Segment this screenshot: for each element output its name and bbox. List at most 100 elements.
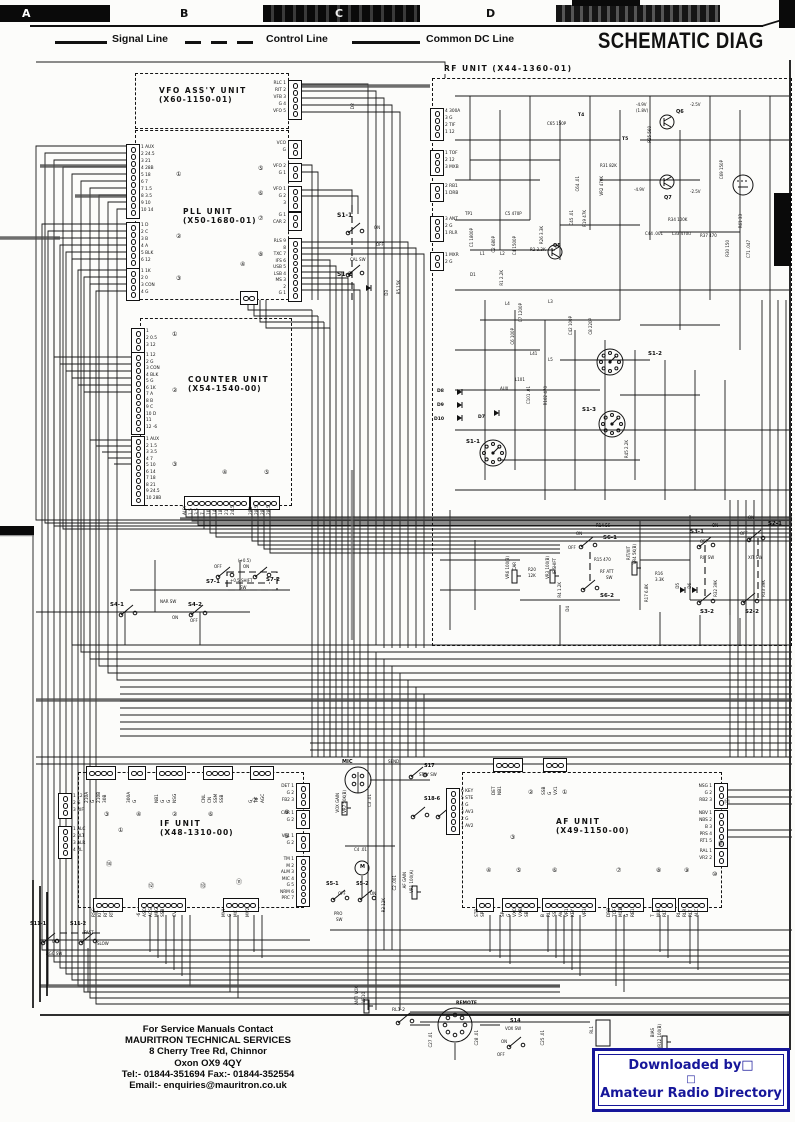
unit-label-af: AF UNIT(X49-1150-00) [554,817,632,836]
switch-contact [40,940,46,946]
pin-label: 4 300A [445,109,461,114]
pin [135,471,142,478]
pin [434,118,441,124]
pin [514,762,520,769]
pin [130,260,137,266]
section-letter-a: A [22,7,31,20]
pin [450,805,457,811]
legend-line-dc [352,41,420,44]
component-label: VR6 100(B) [505,556,510,579]
remote-pin [462,1022,468,1028]
pin-label: G [167,799,172,803]
pin [244,902,250,909]
pin [62,836,69,842]
component-label: C71 .047 [746,240,751,259]
pin [223,500,229,507]
component-label: VR7 50K(B) [342,790,347,813]
pin [241,500,247,507]
pin [581,902,587,909]
pin-label: 1 AV2 [461,824,474,829]
connector-if-top-4 [203,766,233,780]
component-label: S1-3 [582,407,596,413]
pin-label: 4 G [141,290,149,295]
pin [114,902,120,909]
pin [292,241,299,247]
remote-pin [442,1022,448,1028]
rotary-switch [596,348,624,376]
pin [135,361,142,368]
pin-label: PRC 7 [281,896,294,901]
switch-arm [748,529,762,541]
component-label: SLOW [97,941,109,946]
connector-af-right-1 [714,783,728,809]
pin-label: RLR [683,908,688,917]
rotary-contact [491,460,495,464]
watermark-line1: Downloaded by□ [628,1057,754,1073]
pin-label: 30B [103,794,108,803]
pin [101,770,107,777]
component-label: D2 [351,103,356,110]
component-label: C27 .01 [428,1032,433,1048]
pin [292,247,299,254]
pin-label: VFO 5 [273,109,286,114]
header-bar-segment [263,5,420,22]
connector-pll-right-2 [288,163,302,182]
component-label: S6-2 [600,593,614,599]
component-label: R26 3.3K [539,226,544,245]
pin-label: 8 B [146,398,154,404]
switch-arm [412,806,426,818]
pin-label: 5 18 [141,173,151,178]
pin-label: AV [559,911,564,917]
component-label: OFF [568,545,576,550]
component-label: L4 [505,301,510,306]
switch-contact [422,772,428,778]
switch-contact [78,940,84,946]
header-bar: A B C D [0,5,795,22]
pin-label: 14 [213,509,218,515]
rotary-contact [617,360,621,364]
pin-label: 3 AV3 [461,810,474,815]
component-label: R37 470 [700,233,717,238]
remote-pin [445,1015,451,1021]
unit-name: COUNTER UNIT [188,375,270,384]
switch-contact [746,537,752,543]
component-label: ⑩ [712,871,718,878]
component-label: VR4 5K(B) [632,544,637,565]
pin [135,407,142,413]
component-label: D10 [434,417,444,422]
component-label: (1.8V) [636,108,649,113]
pin-label: VXO [513,908,518,917]
remote-pin [459,1029,465,1035]
switch-arm [698,592,712,604]
pin-label: SSM [214,793,219,803]
pin [135,426,142,433]
component-label: ON [172,615,179,620]
pin-label: 3 CON [146,366,160,371]
switch-contact [229,572,235,578]
pin [292,286,299,293]
scan-mark [572,0,640,6]
pin-label: 2 RLT [73,834,85,839]
pin-label: G 2 [286,791,294,796]
pin [558,762,564,769]
pin-label: RL [677,911,682,917]
pin [485,902,491,909]
pin [159,770,165,777]
pin [130,292,137,298]
pin [292,166,299,172]
pin [229,500,235,507]
pin [292,203,299,209]
component-label: ① [172,331,178,338]
remote-pin [452,1012,458,1018]
component-label: S1-2 [648,351,662,357]
pin [300,878,307,885]
pin [259,500,265,507]
pin [300,843,307,849]
component-label: OFF [338,891,346,896]
pin-label: 7 18 [146,476,156,481]
pin-label: NBS 2 [699,818,712,823]
pin-label: SS [553,911,558,917]
pin-label: 4 7 [146,456,153,462]
